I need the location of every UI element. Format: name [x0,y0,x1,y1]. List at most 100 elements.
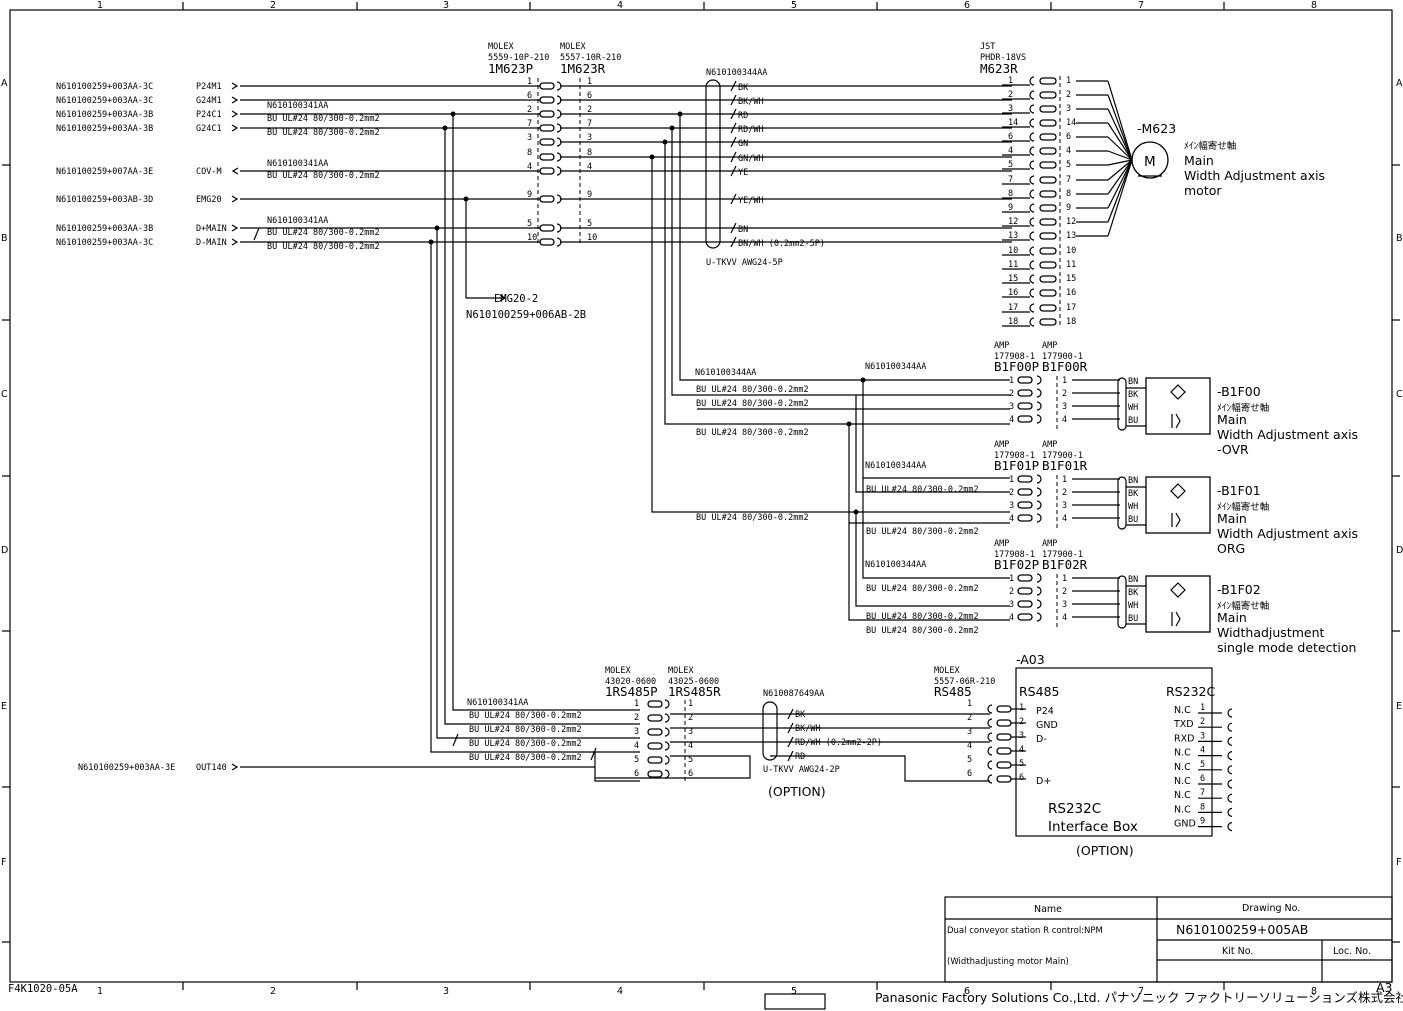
pin-number: 7 [1008,175,1013,185]
row-label-left: E [1,701,7,712]
sensor-wire-color: BU [1128,416,1138,426]
sensor-cable-ref: N610100344AA [865,461,926,471]
pin-number: 5 [1066,160,1071,170]
pin-socket [1029,274,1035,284]
emg-out-sig: EMG20-2 [494,293,538,305]
a03-box-line-1: RS232C [1048,801,1101,817]
pin-contact [1039,147,1057,155]
pin-number: 1 [527,77,532,87]
pin-contact [539,195,555,203]
title-name-line-1: Dual conveyor station R control:NPM [947,926,1103,936]
pin-number: 2 [527,105,532,115]
pin-number: 3 [1062,501,1067,511]
pin-number: 1 [1062,376,1067,386]
pin-number: 10 [1008,246,1018,256]
pin-socket [1029,76,1035,86]
pin-contact [1017,501,1033,509]
row-label-right: D [1396,545,1403,556]
pin-contact [1017,587,1033,595]
a03-rs232-pin-sig: RXD [1174,733,1194,744]
pin-number: 1 [1062,475,1067,485]
pin-number: 4 [587,162,592,172]
wire-spec: BU UL#24 80/300-0.2mm2 [267,228,380,238]
pin-number: 3 [1009,600,1014,610]
pin-number: 4 [1066,146,1071,156]
form-code: F4K1020-05A [8,983,78,995]
pin-number: 9 [527,190,532,200]
pin-contact [1039,261,1057,269]
rs485-wire-color: RD [795,752,805,762]
a03-rs232-pin-sig: N.C [1174,776,1191,787]
a03-rs232-pin-sig: N.C [1174,748,1191,759]
sensor-p-part: 177908-1 [994,451,1035,461]
row-label-right: A [1396,78,1403,89]
a03-rs485-pin-sig: P24 [1036,706,1054,717]
wire-color: GN [738,139,748,149]
sensor-p-name: B1F02P [994,557,1039,572]
pin-socket [664,769,670,779]
pin-number: 3 [527,133,532,143]
1rs485r-maker: MOLEX [668,666,694,676]
wire-spec: BU UL#24 80/300-0.2mm2 [267,128,380,138]
pin-socket [1036,500,1042,510]
wire-spec: BU UL#24 80/300-0.2mm2 [469,725,582,735]
pin-number: 6 [1008,132,1013,142]
a03-rs485-pin-sig: D- [1036,734,1047,745]
pin-number: 1 [1062,574,1067,584]
signal-name: D-MAIN [196,238,227,248]
pin-number: 6 [634,769,639,779]
wire-spec: BU UL#24 80/300-0.2mm2 [267,242,380,252]
m623-part: PHDR-18VS [980,53,1026,63]
sensor-cable-shield [1117,377,1127,431]
pin-socket [1029,246,1035,256]
pin-number: 5 [967,755,972,765]
sensor-cable-shield [1117,476,1127,530]
pin-contact [1017,600,1033,608]
pin-socket [664,755,670,765]
pin-socket [664,699,670,709]
pin-contact [539,138,555,146]
pin-socket [1029,104,1035,114]
sensor-p-part: 177908-1 [994,352,1035,362]
col-label-bottom: 3 [443,986,449,997]
pin-number: 4 [688,741,693,751]
a03-rs232-pin-no: 8 [1200,802,1205,812]
sensor-body [1145,377,1211,435]
pin-number: 9 [587,190,592,200]
col-label-bottom: 8 [1311,986,1317,997]
sensor-wire-color: BN [1128,476,1138,486]
wire-spec: BU UL#24 80/300-0.2mm2 [469,753,582,763]
a03-conn-part: 5557-06R-210 [934,677,995,687]
sensor-r-part: 177900-1 [1042,352,1083,362]
pin-contact [1039,275,1057,283]
pin-number: 9 [1008,203,1013,213]
sensor-p-part: 177908-1 [994,550,1035,560]
pin-socket [1029,231,1035,241]
sensor-p-maker: AMP [994,341,1009,351]
pin-contact [1039,91,1057,99]
a03-rs232-pin-no: 2 [1200,717,1205,727]
sensor-symbol [1170,483,1186,499]
pin-socket [1036,414,1042,424]
pin-number: 3 [1062,600,1067,610]
sensor-wire-color: WH [1128,403,1138,413]
title-loc-no-header: Loc. No. [1333,946,1371,957]
pin-socket [1029,303,1035,313]
row-label-left: D [1,545,8,556]
sensor-wire-color: BU [1128,515,1138,525]
a03-rs485-pin-no: 5 [1019,759,1024,769]
motor-cable: N610100344AA U-TKVV AWG24-5P BKBK/WHRDRD… [560,68,1012,268]
1m623r-part: 5557-10R-210 [560,53,621,63]
pin-contact [539,238,555,246]
wire-spec: BU UL#24 80/300-0.2mm2 [696,385,809,395]
wire-color: YE [738,168,748,178]
sensor-cable-shield [1117,575,1127,629]
signal-name: P24M1 [196,82,222,92]
pin-contact [1017,402,1033,410]
junction-dot [649,154,655,160]
a03-option: (OPTION) [1076,843,1134,858]
a03-rs232-pin-sig: N.C [1174,790,1191,801]
pin-number: 1 [1066,76,1071,86]
sensor-tag: -B1F01 [1217,483,1261,498]
